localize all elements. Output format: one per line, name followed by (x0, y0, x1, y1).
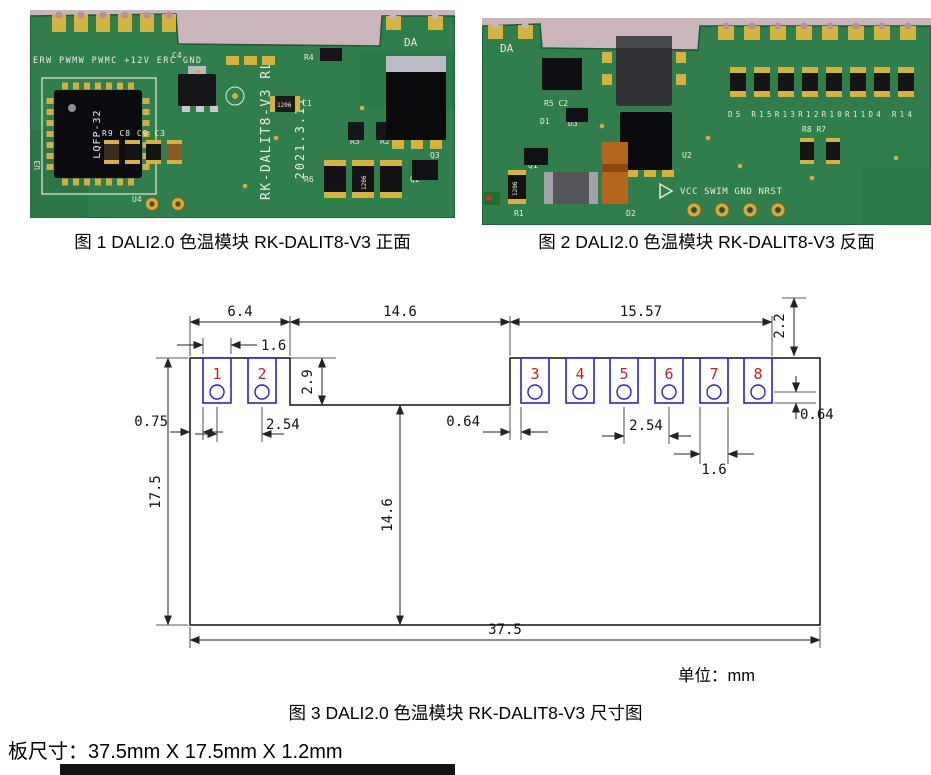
silk-r4-label: R4 (304, 53, 314, 62)
orange-capacitor (602, 142, 628, 204)
silk-circle (225, 86, 245, 106)
dimension-lines: 6.4 14.6 15.57 2.2 1.6 2.9 0.75 (134, 297, 834, 648)
pad-number: 5 (619, 365, 628, 383)
dim-pitch-right: 2.54 (629, 418, 663, 434)
silk-pin-labels: ERW PWMW PWMC +12V ERC GND (33, 56, 201, 66)
dim-sec-right: 15.57 (620, 304, 662, 320)
optocoupler-chip (602, 36, 686, 106)
dim-pad-height: 2.2 (772, 313, 788, 338)
pad-number: 7 (709, 365, 718, 383)
c1-part: 1206 (270, 96, 300, 112)
silk-r1-label: R1 (514, 209, 524, 218)
pad-number: 3 (530, 365, 539, 383)
silk-u3-label: U3 (33, 160, 42, 170)
edge-pads-da-back (488, 21, 533, 39)
silk-u4-label: U4 (132, 195, 142, 204)
dim-gap-mid: 0.64 (446, 414, 480, 430)
silk-q1-label: Q1 (528, 161, 538, 170)
status-led (484, 192, 500, 205)
pin1-dot (68, 104, 76, 112)
dim-hole-offset: 0.64 (800, 407, 834, 423)
silk-da-back-label: DA (500, 42, 514, 55)
pcb-back-photo: DA R5 C2 D1 D3 (481, 18, 931, 226)
r8r7-parts (800, 138, 840, 164)
silk-r3-label: R3 (350, 137, 360, 146)
silk-r8r7-label: R8 R7 (802, 125, 826, 134)
silk-d2-label: D2 (626, 209, 636, 218)
via (232, 93, 238, 99)
copper-zone (862, 168, 931, 225)
figure3-caption: 图 3 DALI2.0 色温模块 RK-DALIT8-V3 尺寸图 (288, 703, 643, 723)
silk-r2-label: R2 (380, 137, 390, 146)
silk-row-labels: R9 C8 C9 C3 (102, 129, 166, 138)
q2-part (412, 160, 438, 180)
pcb-back-render: DA R5 C2 D1 D3 (481, 18, 931, 226)
mosfet-q3 (386, 56, 446, 149)
silk-q3-label: Q3 (430, 151, 440, 160)
vias (195, 69, 365, 189)
pad-number: 6 (664, 365, 673, 383)
silk-c4-label: C4 (172, 51, 182, 60)
dimension-drawing: 1 2 3 4 5 6 7 8 6.4 14.6 15.57 2.2 (134, 297, 834, 648)
dim-board-width: 37.5 (488, 622, 522, 638)
res-code: 1206 (277, 102, 292, 109)
dim-pad-width-left: 1.6 (261, 338, 286, 354)
resistor-bank (730, 67, 914, 97)
mcu-lqfp32: LQFP-32 (41, 77, 157, 195)
power-resistors: 1206 (324, 160, 402, 198)
q1-part (524, 148, 548, 165)
edge-pads-da (386, 12, 443, 30)
pad-number: 2 (257, 365, 266, 383)
dim-board-height: 17.5 (148, 475, 164, 509)
passive-row (104, 140, 182, 164)
unit-label: 单位：mm (678, 667, 755, 685)
u2-chip (620, 112, 674, 177)
pad-number: 4 (575, 365, 584, 383)
silk-u2-label: U2 (682, 151, 692, 160)
silk-d1-label: D1 (540, 117, 550, 126)
mounting-holes (145, 197, 185, 211)
silk-r5c2-label: R5 C2 (544, 99, 568, 108)
programming-pads (686, 202, 786, 218)
pad-number: 1 (212, 365, 221, 383)
silk-prog-labels: VCC SWIM GND NRST (680, 187, 783, 197)
dim-step-depth: 2.9 (300, 369, 316, 394)
res-code: 1206 (361, 175, 368, 190)
silk-model-label: RK-DALIT8-V3 RL (259, 60, 274, 200)
drawing-pads: 1 2 3 4 5 6 7 8 (202, 357, 773, 404)
dim-pitch-left: 2.54 (266, 417, 300, 433)
dim-pad-width-right: 1.6 (701, 462, 726, 478)
silk-r6-label: R6 (304, 175, 314, 184)
pcb-front-photo: ERW PWMW PWMC +12V ERC GND DA LQFP-32 U3… (29, 10, 456, 219)
r4-part (320, 48, 342, 61)
dim-sec-left: 6.4 (227, 304, 252, 320)
edge-pads-top-right (718, 22, 916, 40)
pad-number: 8 (753, 365, 762, 383)
silk-triangle-marker (659, 182, 674, 200)
silk-chip-label: LQFP-32 (92, 109, 103, 158)
figure1-caption: 图 1 DALI2.0 色温模块 RK-DALIT8-V3 正面 (74, 232, 411, 252)
vias (599, 123, 899, 181)
r1-part: 1206 (508, 170, 526, 204)
pcb-front-render: ERW PWMW PWMC +12V ERC GND DA LQFP-32 U3… (29, 10, 456, 219)
r3-part (348, 122, 364, 140)
bottom-dark-bar (60, 764, 455, 775)
dim-edge-margin: 0.75 (134, 414, 168, 430)
gold-pad-cluster (226, 56, 275, 65)
dim-body-height: 14.6 (380, 498, 396, 532)
inductor-module (544, 172, 598, 204)
dim-sec-mid: 14.6 (383, 304, 417, 320)
silk-date-label: 2021.3.11 (293, 96, 307, 179)
res-code: 1206 (512, 181, 519, 196)
silk-da-label: DA (404, 36, 418, 49)
d3-part (566, 108, 588, 122)
board-size-text: 板尺寸：37.5mm X 17.5mm X 1.2mm (8, 741, 343, 763)
edge-pads-top-left (52, 11, 178, 32)
figure2-caption: 图 2 DALI2.0 色温模块 RK-DALIT8-V3 反面 (538, 232, 875, 252)
silk-c1-label: C1 (302, 99, 312, 108)
d1-part (542, 58, 582, 90)
silk-d3-label: D3 (568, 119, 578, 128)
